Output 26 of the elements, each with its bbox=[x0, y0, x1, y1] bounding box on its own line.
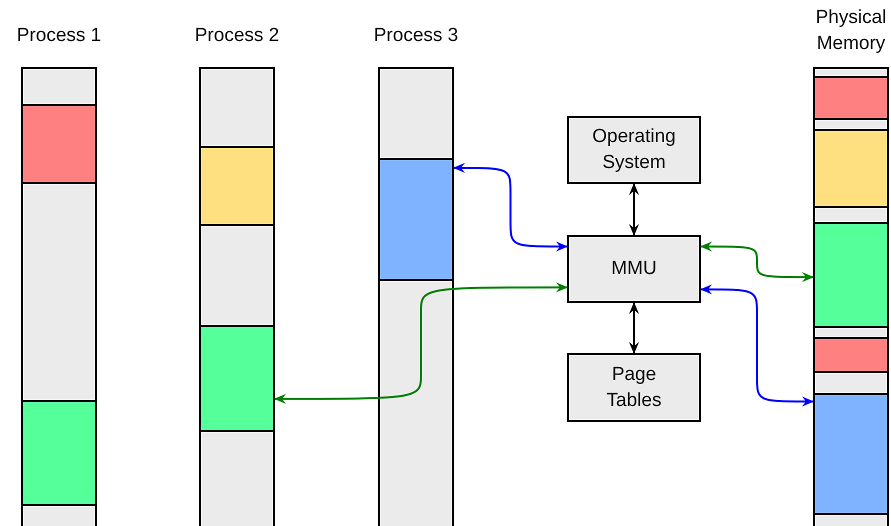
memory-block bbox=[813, 393, 889, 515]
mmu-box bbox=[567, 235, 701, 303]
arrow bbox=[453, 162, 568, 252]
arrow bbox=[629, 183, 639, 236]
arrow bbox=[274, 282, 568, 404]
arrow bbox=[629, 302, 639, 354]
box-label: Operating System bbox=[591, 125, 677, 175]
memory-block bbox=[813, 222, 889, 328]
column-heading: Process 1 bbox=[16, 24, 102, 48]
memory-block bbox=[813, 129, 889, 208]
memory-block bbox=[199, 325, 275, 432]
box-label: Page Tables bbox=[606, 362, 662, 412]
memory-block bbox=[21, 400, 97, 506]
arrow bbox=[700, 284, 814, 407]
memory-block bbox=[813, 337, 889, 373]
column-heading: Process 2 bbox=[194, 24, 280, 48]
memory-block bbox=[21, 104, 97, 184]
column-heading: Process 3 bbox=[374, 24, 458, 48]
arrow bbox=[700, 242, 814, 282]
process-box bbox=[567, 353, 701, 422]
memory-block bbox=[199, 146, 275, 226]
memory-block bbox=[813, 76, 889, 120]
process-box bbox=[567, 116, 701, 184]
box-label: MMU bbox=[611, 257, 657, 281]
column-heading: Physical Memory bbox=[814, 6, 888, 56]
memory-block bbox=[378, 158, 454, 281]
